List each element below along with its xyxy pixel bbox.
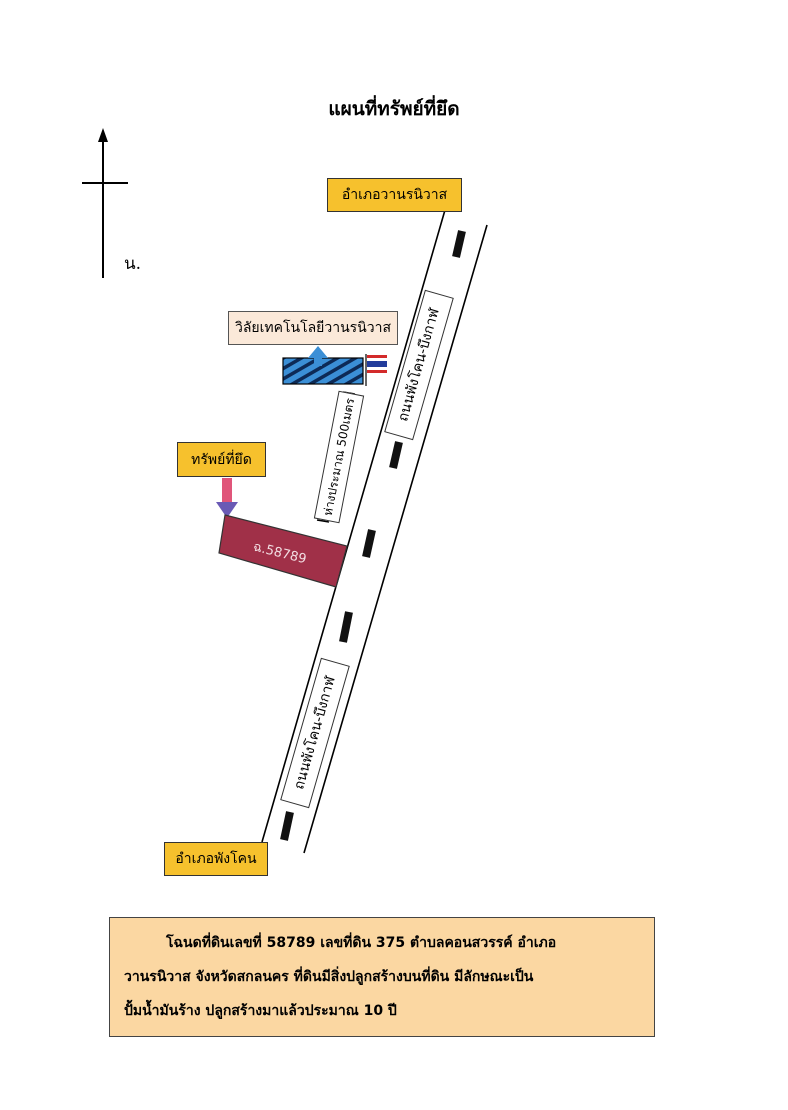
parcel-shape — [218, 514, 348, 588]
road-lane-dashes — [280, 230, 466, 841]
description-line-3: ปั้มน้ำมันร้าง ปลูกสร้างมาแล้วประมาณ 10 … — [124, 1003, 397, 1019]
up-arrow-icon — [308, 346, 328, 366]
asset-pointer-icon — [216, 478, 238, 518]
description-line-2: วานรนิวาส จังหวัดสกลนคร ที่ดินมีสิ่งปลูก… — [124, 969, 534, 985]
district-south-label: อำเภอพังโคน — [164, 842, 268, 876]
description-box: โฉนดที่ดินเลขที่ 58789 เลขที่ดิน 375 ตำบ… — [109, 917, 655, 1037]
college-building-icon — [282, 357, 364, 385]
district-north-label: อำเภอวานรนิวาส — [327, 178, 462, 212]
road-edge-right — [303, 224, 488, 854]
road — [261, 209, 488, 854]
asset-label: ทรัพย์ที่ยึด — [177, 442, 266, 477]
north-label: น. — [124, 254, 142, 274]
description-line-1: โฉนดที่ดินเลขที่ 58789 เลขที่ดิน 375 ตำบ… — [166, 935, 557, 951]
road-edge-left — [261, 209, 446, 843]
thai-flag-icon — [365, 354, 387, 386]
college-label: วิลัยเทคโนโลยีวานรนิวาส — [228, 311, 398, 345]
map-title: แผนที่ทรัพย์ที่ยึด — [328, 98, 460, 120]
north-arrow-icon — [82, 128, 128, 278]
